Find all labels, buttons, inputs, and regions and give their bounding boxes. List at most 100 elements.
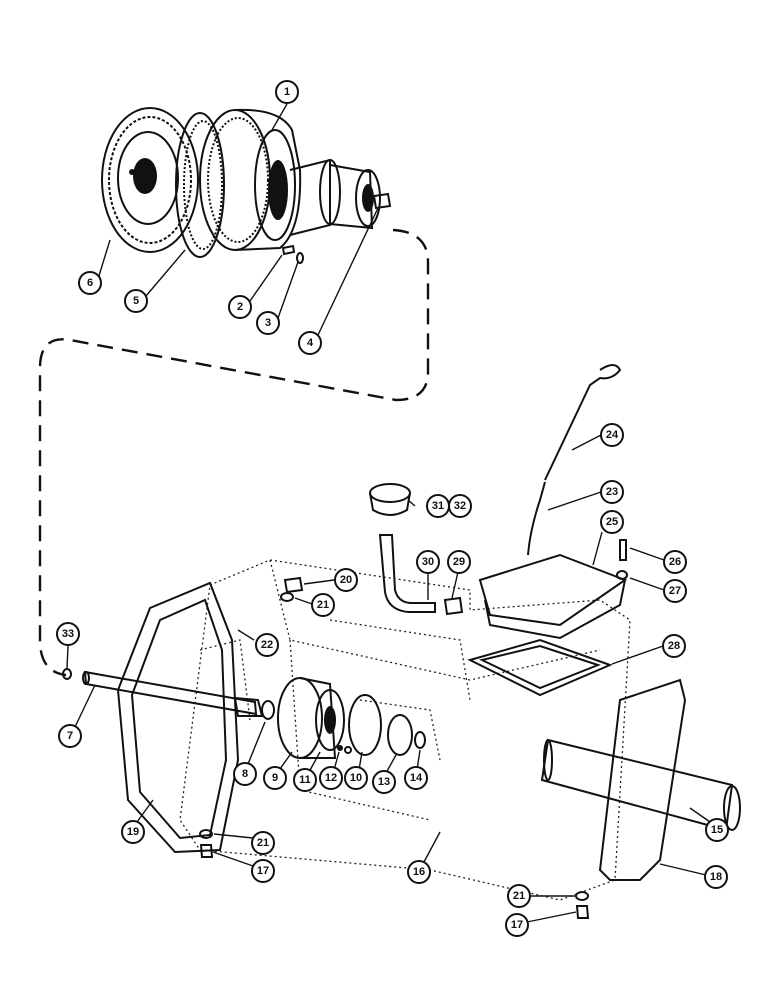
svg-text:13: 13 bbox=[378, 776, 390, 788]
svg-text:17: 17 bbox=[511, 919, 523, 931]
leader-lines bbox=[66, 103, 711, 923]
svg-text:24: 24 bbox=[606, 429, 619, 441]
callout-30: 30 bbox=[416, 550, 440, 574]
svg-text:19: 19 bbox=[127, 826, 139, 838]
callout-32: 32 bbox=[448, 494, 472, 518]
converter-bolt bbox=[281, 244, 296, 256]
svg-text:21: 21 bbox=[317, 599, 329, 611]
housing-plug bbox=[283, 576, 304, 594]
callout-16: 16 bbox=[407, 860, 431, 884]
valve-body-cover bbox=[478, 553, 628, 627]
callout-26: 26 bbox=[663, 550, 687, 574]
callout-21-left: 21 bbox=[251, 831, 275, 855]
flywheel bbox=[101, 107, 199, 253]
callout-2: 2 bbox=[228, 295, 252, 319]
plug-ring bbox=[280, 592, 294, 602]
svg-text:17: 17 bbox=[257, 865, 269, 877]
converter-washer bbox=[296, 252, 304, 264]
callout-33: 33 bbox=[56, 622, 80, 646]
callout-4: 4 bbox=[298, 331, 322, 355]
svg-text:26: 26 bbox=[669, 556, 681, 568]
cover-gasket bbox=[467, 638, 613, 697]
callout-31: 31 bbox=[426, 494, 450, 518]
drain-ring-right bbox=[575, 891, 589, 901]
svg-text:3: 3 bbox=[265, 317, 271, 329]
svg-text:28: 28 bbox=[668, 640, 680, 652]
callout-8: 8 bbox=[233, 762, 257, 786]
seal bbox=[261, 700, 275, 720]
callout-21-top: 21 bbox=[311, 593, 335, 617]
cover-washer bbox=[616, 570, 628, 580]
callout-22: 22 bbox=[255, 633, 279, 657]
assembly-dashed-path bbox=[38, 228, 430, 677]
output-shaft bbox=[540, 738, 741, 832]
shaft-o-ring bbox=[62, 668, 72, 680]
callouts: 1 2 3 4 5 6 7 8 9 11 12 10 13 14 15 16 1… bbox=[56, 80, 729, 937]
cover-bolt bbox=[619, 539, 627, 561]
bearing-ring bbox=[414, 731, 426, 749]
svg-text:27: 27 bbox=[669, 585, 681, 597]
svg-text:12: 12 bbox=[325, 772, 337, 784]
callout-7: 7 bbox=[58, 724, 82, 748]
svg-text:23: 23 bbox=[606, 486, 618, 498]
callout-19: 19 bbox=[121, 820, 145, 844]
callout-13: 13 bbox=[372, 770, 396, 794]
callout-9: 9 bbox=[263, 766, 287, 790]
callout-28: 28 bbox=[662, 634, 686, 658]
svg-text:20: 20 bbox=[340, 574, 352, 586]
svg-text:14: 14 bbox=[410, 772, 423, 784]
callout-14: 14 bbox=[404, 766, 428, 790]
callout-24: 24 bbox=[600, 423, 624, 447]
breather-cap bbox=[369, 483, 411, 516]
svg-text:1: 1 bbox=[284, 86, 290, 98]
bellhousing-gasket bbox=[116, 581, 240, 854]
rear-gasket bbox=[598, 678, 687, 881]
flex-plate bbox=[175, 112, 225, 258]
pump-washer bbox=[344, 746, 352, 754]
callout-5: 5 bbox=[124, 289, 148, 313]
dipstick bbox=[544, 364, 622, 481]
svg-text:4: 4 bbox=[307, 337, 314, 349]
callout-27: 27 bbox=[663, 579, 687, 603]
svg-text:32: 32 bbox=[454, 500, 466, 512]
callout-15: 15 bbox=[705, 818, 729, 842]
callout-3: 3 bbox=[256, 311, 280, 335]
callout-12: 12 bbox=[319, 766, 343, 790]
callout-29: 29 bbox=[447, 550, 471, 574]
svg-text:29: 29 bbox=[453, 556, 465, 568]
svg-text:15: 15 bbox=[711, 824, 723, 836]
torque-converter bbox=[199, 108, 392, 251]
svg-text:18: 18 bbox=[710, 871, 722, 883]
callout-6: 6 bbox=[78, 271, 102, 295]
dipstick-tube bbox=[527, 481, 546, 556]
filler-tube bbox=[378, 534, 436, 613]
callout-11: 11 bbox=[293, 768, 317, 792]
callout-23: 23 bbox=[600, 480, 624, 504]
svg-text:25: 25 bbox=[606, 516, 618, 528]
svg-text:16: 16 bbox=[413, 866, 425, 878]
svg-text:6: 6 bbox=[87, 277, 93, 289]
svg-text:10: 10 bbox=[350, 772, 362, 784]
svg-text:30: 30 bbox=[422, 556, 434, 568]
callout-1: 1 bbox=[275, 80, 299, 104]
svg-text:5: 5 bbox=[133, 295, 139, 307]
callout-20: 20 bbox=[334, 568, 358, 592]
drain-plug-left bbox=[199, 844, 214, 858]
callout-10: 10 bbox=[344, 766, 368, 790]
thrust-plate bbox=[348, 694, 382, 756]
drain-plug-right bbox=[575, 905, 590, 919]
callout-17-right: 17 bbox=[505, 913, 529, 937]
svg-text:7: 7 bbox=[67, 730, 73, 742]
svg-text:11: 11 bbox=[299, 774, 311, 786]
svg-text:31: 31 bbox=[432, 500, 444, 512]
callout-17-left: 17 bbox=[251, 859, 275, 883]
svg-text:22: 22 bbox=[261, 639, 273, 651]
pump-bolt bbox=[337, 745, 343, 751]
filler-fitting bbox=[443, 596, 464, 616]
svg-text:33: 33 bbox=[62, 628, 74, 640]
bearing bbox=[387, 714, 413, 756]
drain-ring-left bbox=[199, 829, 213, 839]
callout-18: 18 bbox=[704, 865, 728, 889]
svg-text:8: 8 bbox=[242, 768, 248, 780]
